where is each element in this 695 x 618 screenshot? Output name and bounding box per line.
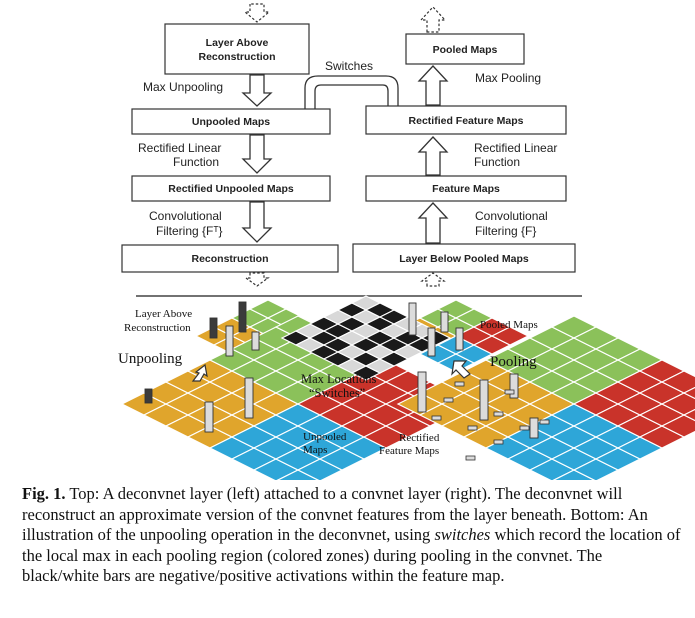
unpooling-label: Unpooling	[118, 351, 183, 367]
rectified-linear-right-2: Function	[474, 155, 520, 169]
unpooling-arrow-icon	[191, 363, 208, 382]
activation-bar	[479, 379, 489, 421]
rectified-feature-maps-label: Rectified Feature Maps	[409, 115, 524, 127]
max-unpooling-label: Max Unpooling	[143, 80, 223, 94]
activation-bar	[467, 425, 478, 431]
deconvnet-diagram: Layer Above Reconstruction Unpooled Maps…	[118, 3, 695, 480]
dashed-arrow-down-icon	[243, 3, 271, 23]
activation-bar	[493, 411, 504, 417]
conv-filtering-left-2: Filtering {Fᵀ}	[156, 224, 223, 238]
pooled-maps-label: Pooled Maps	[433, 44, 498, 56]
bottom-pooled-maps: Pooled Maps	[480, 319, 538, 331]
bottom-rectified-2: Feature Maps	[379, 445, 439, 457]
layer-below-pooled-maps-label: Layer Below Pooled Maps	[399, 253, 529, 265]
bottom-unpooled-maps-2: Maps	[303, 444, 327, 456]
activation-bar	[539, 419, 550, 425]
activation-bar	[144, 388, 153, 404]
arrow-down-icon	[241, 74, 273, 107]
caption-emphasis: switches	[434, 525, 491, 544]
grid-cell	[552, 469, 596, 480]
dashed-arrow-up-icon	[419, 6, 447, 33]
grid-cell	[660, 414, 695, 438]
arrow-up-icon	[417, 136, 449, 176]
max-pooling-label: Max Pooling	[475, 71, 541, 85]
activation-bar	[443, 397, 454, 403]
layer-above-reconstruction-label-1: Layer Above	[206, 37, 269, 49]
activation-bar	[529, 417, 539, 439]
unpooled-maps-label: Unpooled Maps	[192, 116, 270, 128]
box-rectified-feature-maps	[365, 105, 567, 135]
activation-bar	[493, 439, 504, 445]
layer-above-reconstruction-label-2: Reconstruction	[198, 51, 275, 63]
switches-label: Switches	[325, 59, 373, 73]
rectified-linear-right-1: Rectified Linear	[474, 141, 557, 155]
activation-bar	[225, 325, 234, 357]
bottom-layer-above-1: Layer Above	[135, 308, 192, 320]
activation-bar	[244, 377, 254, 419]
rectified-unpooled-maps-label: Rectified Unpooled Maps	[168, 183, 294, 195]
activation-bar	[238, 301, 247, 333]
arrow-down-icon	[241, 201, 273, 243]
box-pooled-maps	[405, 33, 525, 65]
box-layer-above-reconstruction	[164, 23, 310, 75]
activation-bar	[251, 331, 260, 351]
reconstruction-label: Reconstruction	[191, 253, 268, 265]
figure-caption: Fig. 1. Top: A deconvnet layer (left) at…	[22, 484, 682, 587]
activation-bar	[454, 381, 465, 387]
conv-filtering-right-1: Convolutional	[475, 209, 548, 223]
switches-connector	[304, 75, 399, 109]
grid-cell	[276, 469, 320, 480]
conv-filtering-left-1: Convolutional	[149, 209, 222, 223]
box-unpooled-maps	[131, 108, 331, 135]
arrow-up-icon	[417, 202, 449, 244]
box-layer-below-pooled-maps	[352, 243, 576, 273]
bottom-unpooled-maps-1: Unpooled	[303, 431, 347, 443]
box-rectified-unpooled-maps	[131, 175, 331, 202]
activation-bar	[455, 327, 464, 351]
grid-cell	[682, 386, 695, 400]
activation-bar	[417, 371, 427, 413]
rectified-linear-left-1: Rectified Linear	[138, 141, 221, 155]
activation-bars	[144, 301, 550, 461]
feature-maps-label: Feature Maps	[432, 183, 500, 195]
max-locations-label-2: “Switches”	[309, 386, 365, 400]
rectified-linear-left-2: Function	[173, 155, 219, 169]
grid-cell	[660, 370, 695, 394]
activation-bar	[465, 455, 476, 461]
activation-bar	[209, 317, 218, 339]
activation-bar	[509, 373, 519, 399]
box-feature-maps	[365, 175, 567, 202]
bottom-rectified-1: Rectified	[399, 432, 440, 444]
activation-bar	[427, 327, 436, 357]
grid-cell	[660, 392, 695, 416]
pooling-label: Pooling	[490, 354, 537, 370]
arrow-up-icon	[417, 65, 449, 106]
caption-label: Fig. 1.	[22, 484, 66, 503]
conv-filtering-right-2: Filtering {F}	[475, 224, 536, 238]
activation-bar	[504, 389, 515, 395]
caption-text-1: Top: A deconvnet layer (left) attached t…	[22, 484, 648, 544]
activation-bar	[431, 415, 442, 421]
max-locations-label-1: Max Locations	[301, 372, 376, 386]
dashed-arrow-up-icon	[420, 272, 446, 287]
caption-text-2: which record the location of the local m…	[22, 525, 681, 585]
dashed-arrow-down-icon	[244, 272, 270, 287]
grid-cell	[490, 326, 530, 346]
bottom-layer-above-2: Reconstruction	[124, 322, 191, 334]
box-reconstruction	[121, 244, 339, 273]
activation-bar	[408, 302, 417, 336]
activation-bar	[440, 311, 449, 333]
activation-bar	[519, 425, 530, 431]
arrow-down-icon	[241, 134, 273, 174]
activation-bar	[204, 401, 214, 433]
rectified-feature-maps-grid	[396, 315, 695, 480]
pooling-arrow-icon	[451, 360, 471, 379]
grid-cell	[682, 408, 695, 422]
